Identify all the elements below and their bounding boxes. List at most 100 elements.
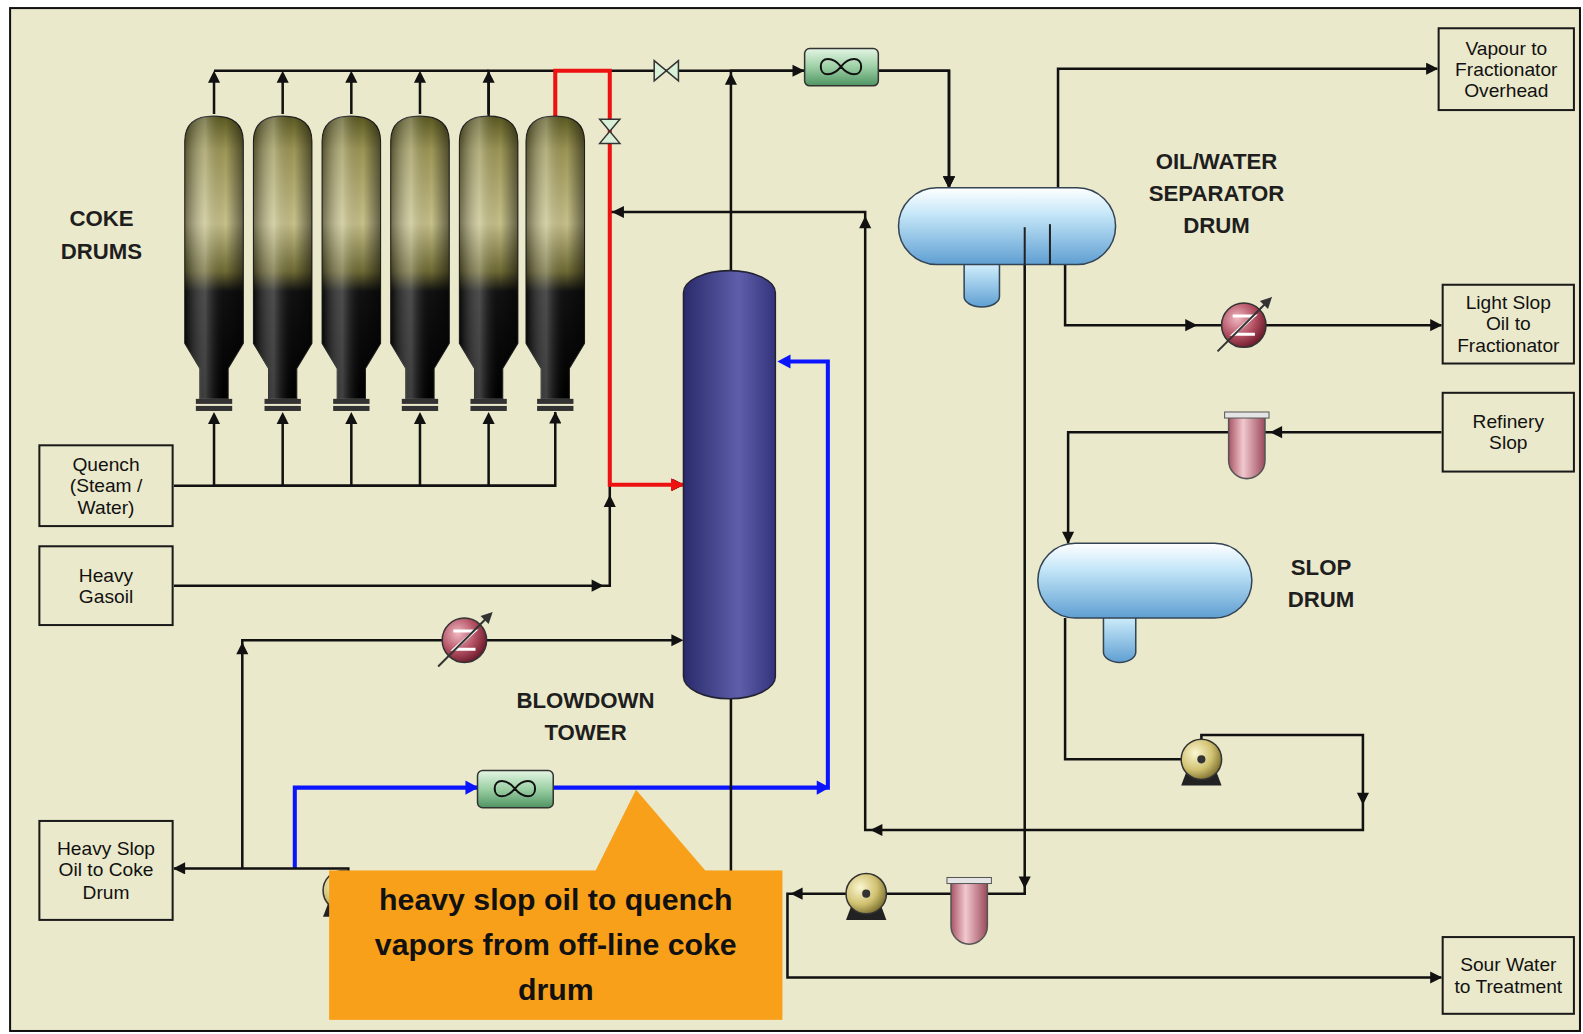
callout-pointer <box>594 790 709 875</box>
drum-shading <box>391 116 450 399</box>
heat-exchanger-symbol <box>438 616 488 666</box>
arrow-head <box>208 412 220 424</box>
arrow-head <box>483 412 495 424</box>
coke-drum <box>526 116 585 411</box>
strainer-symbol <box>947 877 991 944</box>
arrow-head <box>345 412 357 424</box>
drum-flange <box>265 406 301 411</box>
process-line <box>174 699 731 894</box>
stream-box: Quench (Steam / Water) <box>38 444 173 527</box>
heat-exchanger-symbol <box>481 612 493 624</box>
diagram-frame <box>10 8 1580 1031</box>
drum-flange <box>333 399 369 404</box>
stream-box: Heavy Slop Oil to Coke Drum <box>38 820 173 921</box>
drum-body <box>253 116 312 399</box>
arrow-head <box>236 642 248 654</box>
horizontal-drum <box>1038 543 1252 618</box>
stream-label: Heavy Gasoil <box>61 564 152 607</box>
process-line <box>174 485 684 586</box>
blue-quench-line <box>465 781 478 795</box>
stream-label: Vapour to Fractionator Overhead <box>1453 37 1559 101</box>
vessel: COKE DRUMS <box>182 116 586 412</box>
air-cooler-symbol <box>495 781 535 796</box>
pipe-line <box>214 71 676 869</box>
drum-body <box>526 116 585 399</box>
arrow-head <box>345 71 357 83</box>
tower-shell <box>683 271 775 699</box>
air-cooler-symbol <box>478 770 554 807</box>
arrow-head <box>208 71 220 83</box>
drum-flange <box>402 406 438 411</box>
air-cooler-symbol <box>821 59 861 74</box>
vessel-label: SLOP DRUM <box>1278 551 1364 616</box>
strainer-symbol <box>951 882 987 945</box>
horizontal-drum <box>899 188 1116 265</box>
vessel-outline <box>1038 543 1252 618</box>
valve-symbol <box>654 61 678 81</box>
vessel-outline <box>182 116 586 412</box>
pipe-line <box>214 71 489 114</box>
pump-symbol <box>846 873 886 913</box>
drum-body <box>391 116 450 399</box>
vessel: SLOP DRUM <box>1038 543 1252 618</box>
coke-drum <box>459 116 518 411</box>
drum-shading <box>526 116 585 399</box>
air-cooler-symbol <box>805 48 879 85</box>
strainer-symbol <box>947 877 991 883</box>
drum-body <box>185 116 244 399</box>
drum-flange <box>196 399 232 404</box>
vessel-outline <box>683 271 775 699</box>
heat-exchanger-symbol <box>438 612 493 667</box>
heat-exchanger-symbol <box>1260 297 1272 309</box>
arrow-head <box>277 412 289 424</box>
stream-label: Heavy Slop Oil to Coke Drum <box>53 838 159 902</box>
pump-symbol <box>862 890 870 898</box>
drum-flange <box>537 406 573 411</box>
drum-shading <box>459 116 518 399</box>
drum-body <box>322 116 381 399</box>
drum-flange <box>333 406 369 411</box>
coke-drum <box>322 116 381 411</box>
pump-symbol <box>1181 739 1221 785</box>
stream-label: Quench (Steam / Water) <box>61 453 152 517</box>
process-line <box>787 265 1441 978</box>
stream-box: Vapour to Fractionator Overhead <box>1438 27 1575 111</box>
pump-symbol <box>1181 739 1221 779</box>
pipe-line <box>242 640 676 868</box>
coke-drum <box>391 116 450 411</box>
vessel: BLOWDOWN TOWER <box>683 271 775 699</box>
drum-flange <box>196 406 232 411</box>
callout-text: heavy slop oil to quench vapors from off… <box>374 878 737 1012</box>
stream-box: Refinery Slop <box>1442 392 1575 473</box>
stream-label: Refinery Slop <box>1455 411 1561 454</box>
arrow-head <box>414 412 426 424</box>
vessel-outline <box>899 188 1116 265</box>
air-cooler-symbol <box>478 48 879 807</box>
strainer-symbol <box>1225 412 1269 479</box>
valve-symbol <box>600 61 679 144</box>
stream-label: Sour Water to Treatment <box>1452 954 1564 997</box>
drum-shading <box>253 116 312 399</box>
blue-quench-line <box>777 354 790 368</box>
process-line <box>610 212 1363 830</box>
process-line <box>174 412 556 486</box>
drum-shading <box>185 116 244 399</box>
callout-box: heavy slop oil to quench vapors from off… <box>329 870 782 1019</box>
stream-box: Heavy Gasoil <box>38 545 173 626</box>
drum-flange <box>402 399 438 404</box>
dip-pipe <box>1024 227 1026 264</box>
vessel-label: COKE DRUMS <box>54 203 150 268</box>
arrow-head <box>277 71 289 83</box>
coke-drum <box>185 116 244 411</box>
strainer-symbol <box>1225 412 1269 418</box>
vessel-label: OIL/WATER SEPARATOR DRUM <box>1136 145 1298 242</box>
drum-flange <box>537 399 573 404</box>
pipe-line <box>214 418 555 486</box>
stream-box: Light Slop Oil to Fractionator <box>1442 284 1575 365</box>
coke-drum <box>253 116 312 411</box>
pump-symbol <box>846 873 886 919</box>
arrow-head <box>671 634 683 646</box>
vessel: OIL/WATER SEPARATOR DRUM <box>899 188 1116 265</box>
drum-shading <box>322 116 381 399</box>
stream-label: Light Slop Oil to Fractionator <box>1455 292 1561 356</box>
